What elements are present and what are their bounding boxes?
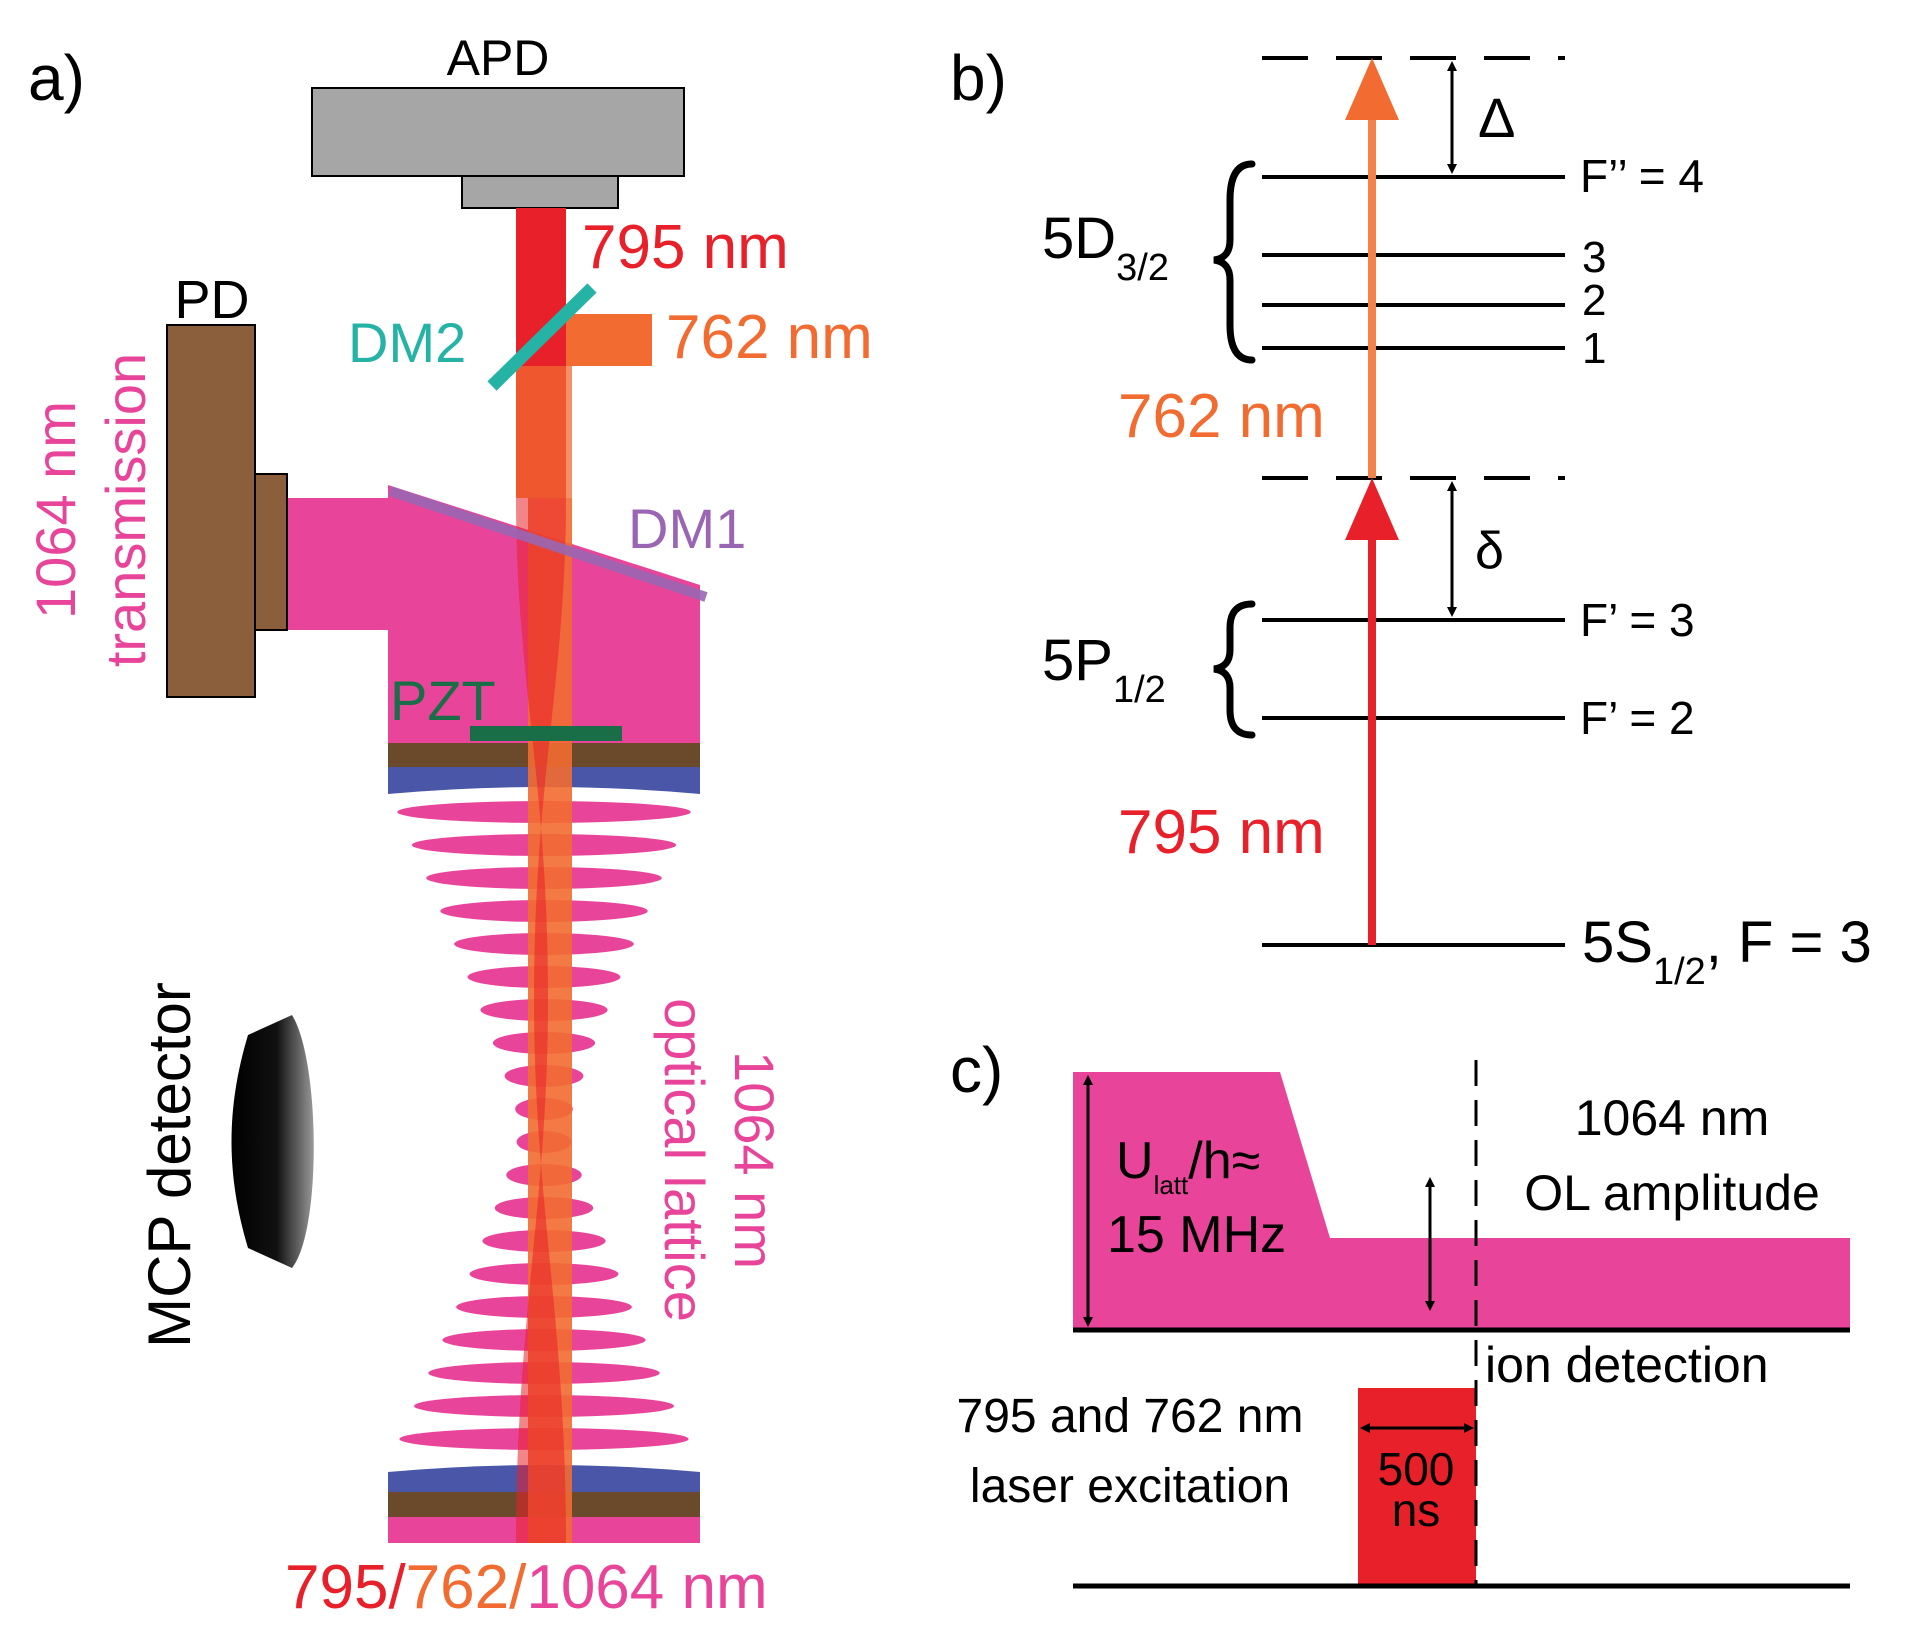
transmission-line-2: transmission <box>94 353 157 667</box>
ulatt-rest: /h≈ <box>1188 1132 1260 1190</box>
label-f4: F’’ = 4 <box>1580 150 1704 202</box>
pd-window <box>254 473 288 631</box>
apd-detector: APD <box>311 30 685 209</box>
arrow-762-head <box>1345 58 1399 120</box>
mcp-detector-icon <box>231 1015 314 1268</box>
lattice-line-1: 1064 nm <box>723 1051 786 1269</box>
pd-label: PD <box>174 270 249 330</box>
label-f2: 2 <box>1582 276 1606 325</box>
laser-795-label: 795 nm <box>1118 798 1325 867</box>
transmission-label: 1064 nm transmission <box>24 353 157 667</box>
arrow-795-head <box>1345 478 1399 540</box>
beam-795-cavity-waist <box>516 498 566 1543</box>
lattice-line-2: optical lattice <box>653 998 716 1322</box>
apd-label: APD <box>447 30 550 86</box>
label-fp3: F’ = 3 <box>1580 594 1695 646</box>
beam-762-label: 762 nm <box>666 303 873 372</box>
pulse-label-line-2: ns <box>1392 1484 1441 1536</box>
bottom-795: 795/ <box>285 1553 406 1622</box>
laser-762-label: 762 nm <box>1118 382 1325 451</box>
lattice-label: 1064 nm optical lattice <box>653 998 786 1322</box>
dm2-mirror <box>487 283 597 391</box>
panel-b: b) Δ δ F’’ = 4 3 2 1 F’ = 3 F’ = 2 <box>950 42 1872 993</box>
manifold-5p-main: 5P <box>1042 628 1113 693</box>
brace-5p <box>1213 600 1256 739</box>
mcp-label: MCP detector <box>136 982 203 1348</box>
ol-label-line-2: OL amplitude <box>1524 1165 1820 1221</box>
panel-a: a) APD DM2 <box>24 30 873 1622</box>
ion-detection-label: ion detection <box>1485 1337 1769 1393</box>
ground-state-label: 5S1/2, F = 3 <box>1582 910 1872 993</box>
dm1-mirror <box>388 486 708 602</box>
brace-5d <box>1213 160 1256 364</box>
pzt-label: PZT <box>390 669 496 732</box>
ground-sub: 1/2 <box>1653 951 1706 993</box>
apd-window <box>461 175 619 209</box>
panel-a-label: a) <box>28 42 85 114</box>
mcp-detector: MCP detector <box>136 982 314 1348</box>
bottom-762: 762/ <box>406 1553 527 1622</box>
pd-body <box>166 324 256 698</box>
dm2-label: DM2 <box>348 311 466 374</box>
transmitted-1064-beam <box>283 485 700 743</box>
manifold-5d-label: 5D3/2 <box>1042 206 1169 289</box>
transmission-line-1: 1064 nm <box>24 401 87 619</box>
panel-b-label: b) <box>950 42 1007 114</box>
label-f1: 1 <box>1582 324 1606 373</box>
apd-body <box>311 87 685 177</box>
bottom-1064: 1064 nm <box>526 1553 767 1622</box>
ol-label-line-1: 1064 nm <box>1575 1090 1770 1146</box>
excitation-label-line-1: 795 and 762 nm <box>957 1390 1304 1443</box>
manifold-5p-label: 5P1/2 <box>1042 628 1166 711</box>
manifold-5p-sub: 1/2 <box>1113 669 1166 711</box>
ulatt-sub: latt <box>1154 1170 1189 1200</box>
detuning-lower-label: δ <box>1475 522 1504 580</box>
panel-c-label: c) <box>950 1034 1003 1106</box>
dm1-label: DM1 <box>628 497 746 560</box>
panel-c: c) Ulatt/h≈ 15 MHz 1064 nm OL amplitude … <box>950 1034 1850 1589</box>
beam-762-input <box>566 314 652 366</box>
ground-main: 5S <box>1582 910 1653 975</box>
label-f3: 3 <box>1582 233 1606 282</box>
ulatt-value: 15 MHz <box>1107 1206 1286 1264</box>
manifold-5d-sub: 3/2 <box>1116 247 1169 289</box>
pd-detector: PD <box>166 270 288 698</box>
pulse-label-line-1: 500 <box>1378 1443 1455 1495</box>
ol-amplitude-trace <box>1073 1072 1850 1330</box>
ulatt-main: U <box>1116 1132 1154 1190</box>
label-fp2: F’ = 2 <box>1580 692 1695 744</box>
beam-795-label: 795 nm <box>582 213 789 282</box>
pzt-actuator <box>470 726 622 741</box>
ulatt-label: Ulatt/h≈ <box>1116 1132 1260 1200</box>
ground-rest: , F = 3 <box>1706 910 1872 975</box>
beam-762-combined <box>516 366 572 498</box>
excitation-label-line-2: laser excitation <box>970 1460 1290 1513</box>
bottom-wavelength-label: 795/762/1064 nm <box>285 1553 768 1622</box>
manifold-5d-main: 5D <box>1042 206 1116 271</box>
detuning-upper-label: Δ <box>1478 86 1515 149</box>
excitation-pulse <box>1358 1388 1476 1586</box>
